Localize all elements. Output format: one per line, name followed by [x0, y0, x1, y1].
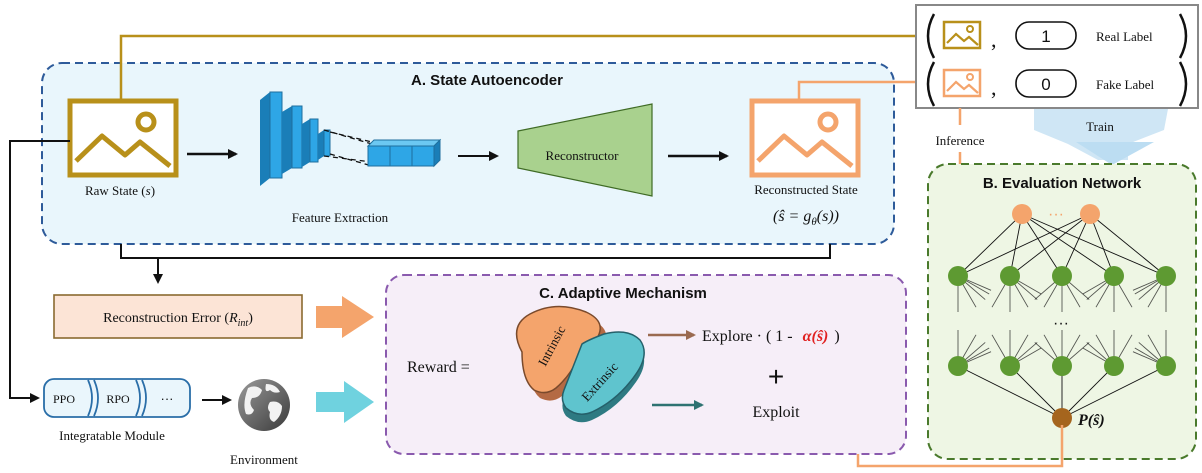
network-node [1000, 266, 1020, 286]
reconstructed-state-label: Reconstructed State [754, 182, 858, 197]
network-edge [1021, 213, 1115, 277]
arrow-reconstructed-to-fake-label [797, 77, 926, 101]
reward-label: Reward = [407, 359, 470, 376]
real-value-pill [1015, 21, 1077, 50]
autoencoder-output-bracket [120, 244, 831, 259]
network-node [1052, 266, 1072, 286]
network-node [1052, 408, 1072, 428]
real-left-paren [926, 13, 936, 59]
autoencoder-title: A. State Autoencoder [411, 72, 563, 89]
output-probability-label: P(ŝ) [1077, 412, 1105, 429]
plus-sign: + [768, 361, 784, 392]
network-edge [1089, 213, 1167, 277]
network-edge [1061, 365, 1115, 419]
network-node [1156, 266, 1176, 286]
exploit-label: Exploit [752, 404, 800, 421]
module-rpo: RPO [106, 392, 130, 406]
raw-state-label: Raw State (s) [85, 183, 155, 198]
feature-projection-lines [323, 129, 373, 167]
network-top-dots: ··· [1048, 206, 1064, 223]
network-node [1080, 204, 1100, 224]
feature-vector-icon [366, 138, 442, 168]
arrow-raw-to-modules [9, 140, 70, 403]
network-edge [1009, 365, 1063, 419]
network-mid-dots: ··· [1053, 315, 1069, 332]
network-edge [1061, 365, 1167, 419]
environment-to-adaptive-arrow [316, 381, 374, 423]
network-edge [957, 213, 1091, 277]
network-edge [1021, 213, 1063, 277]
reconstructor-block [517, 103, 653, 197]
train-label: Train [1086, 119, 1114, 134]
network-node [1052, 356, 1072, 376]
reward-split-icon [515, 305, 645, 423]
environment-label: Environment [230, 452, 298, 467]
network-node [1104, 356, 1124, 376]
network-node [1000, 356, 1020, 376]
fake-value: 0 [1041, 75, 1050, 94]
explore-term: Explore · ( 1 -α(ŝ)) [702, 328, 840, 345]
raw-state-image-icon [67, 98, 179, 178]
real-image-icon [942, 20, 982, 50]
network-edge [1009, 213, 1023, 277]
reconstructed-state-image-icon [749, 98, 861, 178]
error-to-adaptive-arrow [316, 296, 374, 338]
globe-icon [238, 379, 290, 431]
network-edge [957, 365, 1063, 419]
reconstruction-error-label: Reconstruction Error (Rint) [103, 311, 253, 329]
fake-comma: , [991, 75, 997, 100]
adaptive-panel [385, 274, 907, 455]
module-ppo: PPO [53, 392, 75, 406]
train-arrow-head [1076, 142, 1154, 165]
train-arrow [1034, 109, 1168, 160]
fake-left-paren [926, 61, 936, 107]
network-nodes [948, 204, 1176, 428]
network-edge [1089, 213, 1115, 277]
autoencoder-panel [41, 62, 895, 245]
feature-extraction-label: Feature Extraction [292, 210, 389, 225]
network-node [1104, 266, 1124, 286]
evaluation-title: B. Evaluation Network [983, 175, 1142, 192]
reconstructed-state-formula: (ŝ = gθ(s)) [773, 208, 839, 228]
network-node [948, 356, 968, 376]
adaptive-title: C. Adaptive Mechanism [539, 285, 707, 302]
real-label-text: Real Label [1096, 29, 1153, 44]
network-edge [1061, 213, 1091, 277]
real-right-paren [1178, 13, 1188, 59]
network-node [948, 266, 968, 286]
inference-label: Inference [935, 133, 984, 148]
network-edge [957, 213, 1023, 277]
fake-right-paren [1178, 61, 1188, 107]
real-value: 1 [1041, 27, 1050, 46]
network-edge [1021, 213, 1167, 277]
fake-value-pill [1015, 69, 1077, 98]
network-edge [1009, 213, 1091, 277]
fake-label-text: Fake Label [1096, 77, 1155, 92]
fake-image-icon [942, 68, 982, 98]
arrow-raw-to-real-label [119, 31, 926, 101]
real-comma: , [991, 27, 997, 52]
module-dots: ··· [161, 391, 174, 406]
reconstruction-error-box [53, 294, 303, 339]
cnn-layers-icon [260, 91, 331, 186]
reconstructor-label: Reconstructor [546, 148, 620, 163]
integratable-module-label: Integratable Module [59, 428, 165, 443]
integratable-module [43, 378, 191, 418]
network-node [1156, 356, 1176, 376]
network-node [1012, 204, 1032, 224]
